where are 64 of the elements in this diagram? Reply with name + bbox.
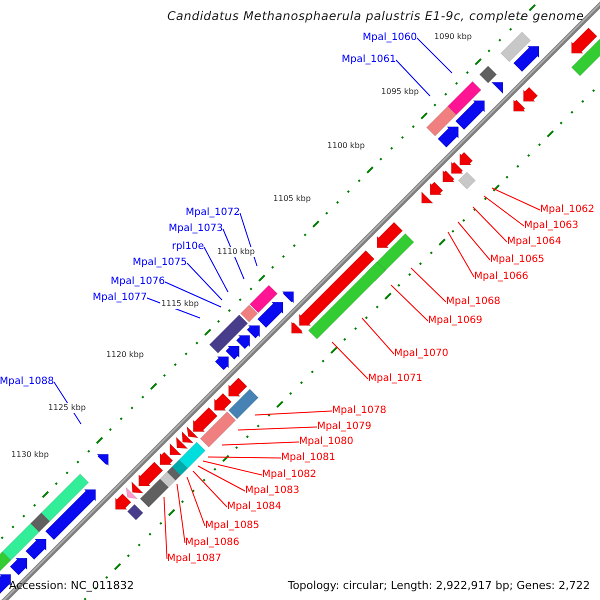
gene-label: Mpal_1077 <box>92 292 147 304</box>
leader-line <box>484 196 524 226</box>
leader-line <box>396 60 430 96</box>
gene-label: Mpal_1080 <box>299 436 354 448</box>
position-label: 1115 kbp <box>160 299 200 309</box>
leader-line <box>458 222 490 260</box>
leader-line <box>164 282 222 308</box>
gene-label: Mpal_1063 <box>524 220 578 232</box>
gene-label: Mpal_1071 <box>368 373 422 385</box>
gene-label: Mpal_1066 <box>474 271 528 283</box>
accession-text: Accession: NC_011832 <box>9 579 134 592</box>
leader-line <box>204 246 228 292</box>
position-label: 1120 kbp <box>105 350 145 360</box>
gene-label: rpl10e <box>172 241 204 253</box>
gene-label: Mpal_1065 <box>490 254 544 266</box>
leader-line <box>254 410 332 416</box>
gene-label: Mpal_1075 <box>132 257 187 269</box>
leader-line <box>238 426 318 430</box>
leader-line <box>198 466 246 492</box>
position-label: 1105 kbp <box>272 194 312 204</box>
gene-label: Mpal_1081 <box>281 452 336 464</box>
gene-label: Mpal_1062 <box>540 204 594 216</box>
position-label: 1110 kbp <box>216 247 256 257</box>
leader-line <box>448 232 474 278</box>
position-label: 1100 kbp <box>326 141 366 151</box>
position-label: 1090 kbp <box>433 32 473 42</box>
gene-label: Mpal_1072 <box>186 207 240 219</box>
gene-label: Mpal_1082 <box>262 469 316 481</box>
gene-label: Mpal_1068 <box>446 296 500 308</box>
leader-line <box>186 476 206 526</box>
position-label: 1130 kbp <box>10 450 50 460</box>
gene-label: Mpal_1084 <box>227 501 282 513</box>
leader-line <box>472 206 508 242</box>
gene-label: Mpal_1069 <box>428 315 482 327</box>
gene-label: Mpal_1073 <box>168 223 223 235</box>
leader-line <box>332 342 368 380</box>
title: Candidatus Methanosphaerula palustris E1-9c, complete genome <box>167 9 584 23</box>
leader-line <box>186 262 222 300</box>
gene-label: Mpal_1076 <box>110 276 165 288</box>
leader-line <box>416 38 452 74</box>
leader-line <box>202 460 262 476</box>
leader-line <box>164 496 168 560</box>
gene-label: Mpal_1060 <box>362 32 417 44</box>
gene-label: Mpal_1079 <box>317 421 372 433</box>
leader-line <box>492 188 540 210</box>
genome-summary-text: Topology: circular; Length: 2,922,917 bp; Genes: 2,722 <box>288 579 590 592</box>
gene-label: Mpal_1070 <box>394 348 448 360</box>
leader-line <box>362 318 394 354</box>
gene-label: Mpal_1088 <box>0 376 54 388</box>
leader-line <box>192 470 228 508</box>
gene-label: Mpal_1087 <box>167 553 222 565</box>
leader-line <box>410 268 446 302</box>
position-label: 1125 kbp <box>47 403 87 413</box>
position-label: 1095 kbp <box>380 87 420 97</box>
leader-line <box>176 484 186 544</box>
gene-label: Mpal_1085 <box>205 520 260 532</box>
gene-label: Mpal_1061 <box>342 54 396 66</box>
gene-label: Mpal_1078 <box>332 405 386 417</box>
leader-line <box>222 442 300 446</box>
leader-line <box>208 456 282 458</box>
gene-label: Mpal_1064 <box>507 236 562 248</box>
gene-label: Mpal_1083 <box>245 485 300 497</box>
gene-label: Mpal_1086 <box>185 537 240 549</box>
leader-line <box>390 284 428 322</box>
